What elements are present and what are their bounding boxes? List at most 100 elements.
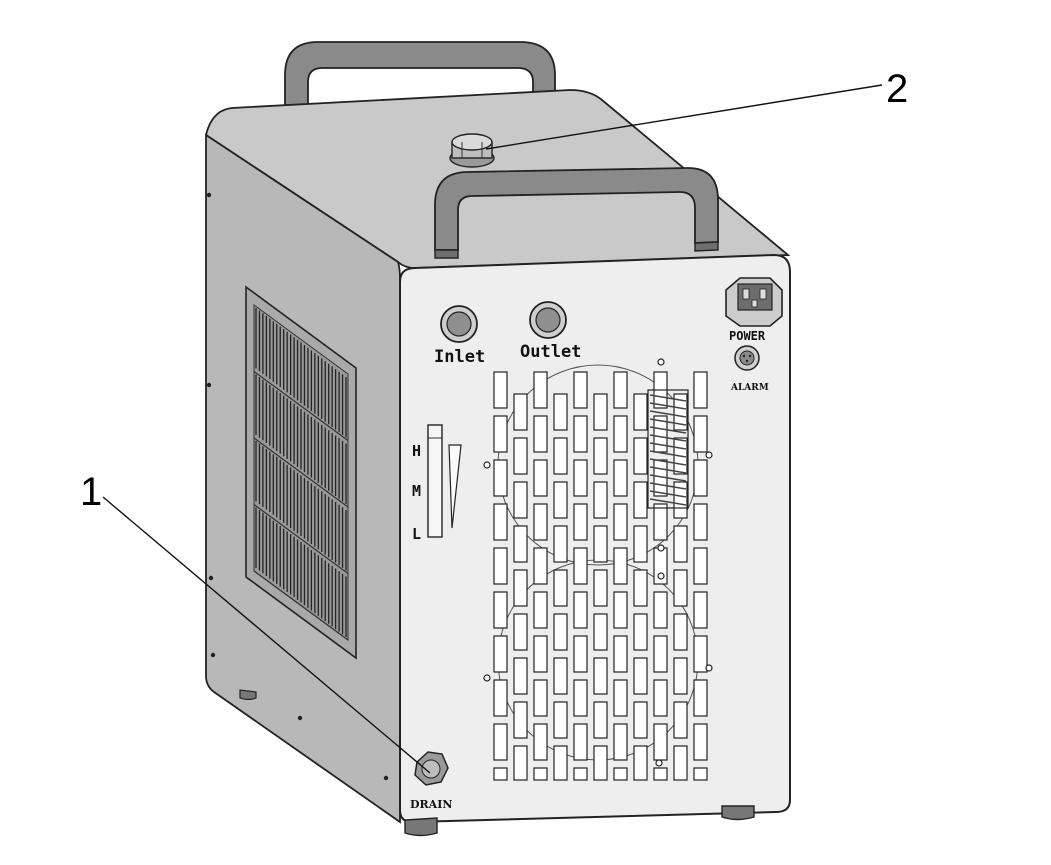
grille-slot: [593, 745, 608, 781]
inlet-label: Inlet: [434, 347, 485, 367]
callout-1-number: 1: [80, 470, 102, 514]
grille-slot: [573, 723, 588, 761]
grille-slot: [513, 745, 528, 781]
grille-slot: [613, 635, 628, 673]
grille-slot: [533, 459, 548, 497]
grille-slot: [493, 503, 508, 541]
grille-slot: [493, 459, 508, 497]
grille-slot: [593, 613, 608, 651]
filler-cap: [449, 133, 495, 168]
power-label: POWER: [729, 329, 766, 343]
grille-slot: [673, 613, 688, 651]
grille-slot: [593, 657, 608, 695]
grille-slot: [573, 459, 588, 497]
power-socket: [725, 277, 783, 327]
grille-slot: [593, 525, 608, 563]
grille-slot: [573, 767, 588, 781]
grille-slot: [493, 723, 508, 761]
grille-slot: [693, 767, 708, 781]
grille-slot: [613, 547, 628, 585]
grille-slot: [673, 657, 688, 695]
grille-slot: [513, 613, 528, 651]
inlet-connector: [440, 305, 478, 343]
grille-slot: [653, 723, 668, 761]
grille-slot: [593, 393, 608, 431]
grille-slot: [693, 371, 708, 409]
grille-slot: [693, 459, 708, 497]
grille-slot: [533, 371, 548, 409]
grille-slot: [573, 591, 588, 629]
grille-slot: [533, 679, 548, 717]
grille-slot: [573, 679, 588, 717]
grille-slot: [533, 415, 548, 453]
level-high-label: H: [412, 442, 421, 460]
grille-slot: [673, 701, 688, 739]
grille-slot: [493, 371, 508, 409]
grille-slot: [613, 723, 628, 761]
grille-slot: [533, 723, 548, 761]
grille-slot: [673, 393, 688, 431]
grille-slot: [513, 657, 528, 695]
grille-slot: [553, 701, 568, 739]
grille-slot: [553, 613, 568, 651]
grille-slot: [653, 679, 668, 717]
grille-slot: [553, 437, 568, 475]
grille-slot: [493, 635, 508, 673]
grille-slot: [553, 393, 568, 431]
grille-slot: [533, 767, 548, 781]
grille-slot: [513, 701, 528, 739]
grille-slot: [613, 767, 628, 781]
grille-slot: [673, 745, 688, 781]
grille-slot: [493, 547, 508, 585]
grille-slot: [573, 415, 588, 453]
grille-slot: [533, 591, 548, 629]
grille-slot: [493, 679, 508, 717]
grille-slot: [633, 393, 648, 431]
grille-slot: [593, 481, 608, 519]
grille-slot: [673, 481, 688, 519]
drain-plug: [414, 751, 449, 786]
alarm-label: ALARM: [730, 383, 769, 393]
grille-slot: [573, 547, 588, 585]
grille-slot: [533, 635, 548, 673]
grille-slot: [633, 701, 648, 739]
grille-slot: [513, 393, 528, 431]
grille-slot: [633, 569, 648, 607]
grille-slot: [693, 723, 708, 761]
side-vent: [245, 285, 357, 660]
callout-1: 1: [80, 470, 431, 774]
grille-slot: [613, 459, 628, 497]
side-screws: [206, 192, 389, 781]
grille-slot: [493, 415, 508, 453]
level-low-label: L: [412, 525, 421, 543]
grille-slot: [593, 569, 608, 607]
grille-slot: [513, 437, 528, 475]
grille-slot: [553, 481, 568, 519]
grille-slot: [673, 569, 688, 607]
front-handle: [434, 167, 719, 259]
grille-slot: [573, 503, 588, 541]
grille-slot: [693, 635, 708, 673]
grille-slot: [553, 569, 568, 607]
grille-slot: [693, 503, 708, 541]
front-grille: [493, 364, 708, 781]
grille-slot: [633, 745, 648, 781]
level-mid-label: M: [412, 482, 421, 500]
grille-slot: [653, 503, 668, 541]
grille-slot: [513, 481, 528, 519]
grille-slot: [613, 679, 628, 717]
grille-slot: [593, 701, 608, 739]
grille-slot: [653, 767, 668, 781]
grille-slot: [573, 371, 588, 409]
grille-slot: [673, 525, 688, 563]
grille-slot: [633, 613, 648, 651]
grille-slot: [653, 591, 668, 629]
grille-slot: [493, 591, 508, 629]
alarm-connector: [734, 345, 760, 371]
grille-mount-holes: [483, 358, 713, 767]
grille-slot: [553, 657, 568, 695]
grille-slot: [533, 503, 548, 541]
callout-2-number: 2: [886, 67, 908, 111]
grille-slot: [573, 635, 588, 673]
